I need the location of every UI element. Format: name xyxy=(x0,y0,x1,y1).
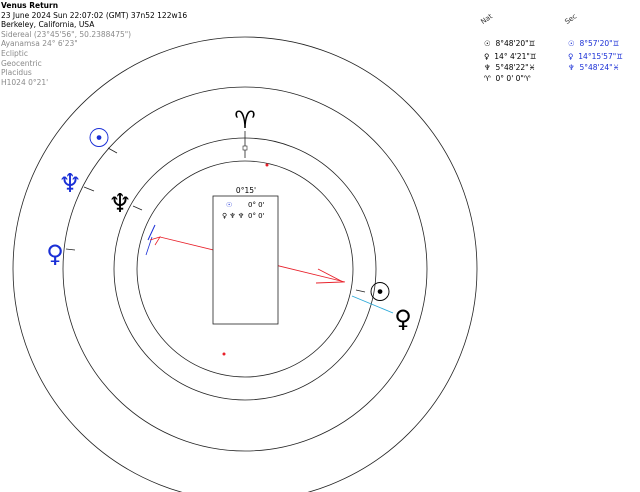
setting-centric: Geocentric xyxy=(1,58,42,68)
sun-icon: ☉ xyxy=(368,278,391,308)
center-box-label: 0°15' xyxy=(236,186,256,195)
nat-aries-value: 0° 0' 0" xyxy=(495,74,524,83)
chart-title: Venus Return xyxy=(1,1,59,10)
neptune-icon: ♆ xyxy=(568,63,575,72)
aries-marker xyxy=(242,145,248,151)
sec-row-neptune: ♆ 5°48'24"♓ xyxy=(568,63,619,72)
venus-aspect-line xyxy=(351,295,394,314)
aries-icon: ♈ xyxy=(234,106,256,134)
sec-venus-value: 14°15'57" xyxy=(578,52,617,61)
ring-core xyxy=(136,160,354,378)
venus-icon: ♀ xyxy=(484,52,490,61)
neptune-inner-tick xyxy=(132,205,143,211)
gemini-icon: ♊ xyxy=(528,39,536,48)
sun-outer-tick xyxy=(107,147,118,154)
chart-location: Berkeley, California, USA xyxy=(1,20,95,30)
sun-icon: ☉ xyxy=(568,39,575,48)
chart-datetime: 23 June 2024 Sun 22:07:02 (GMT) 37n52 12… xyxy=(1,10,188,20)
neptune-icon: ♆ xyxy=(108,189,131,219)
sun-icon: ☉ xyxy=(87,124,110,154)
nat-neptune-value: 5°48'22" xyxy=(495,63,529,72)
neptune-outer-tick xyxy=(83,186,95,192)
sec-sun-value: 8°57'20" xyxy=(579,39,613,48)
chart-info: Venus Return 23 June 2024 Sun 22:07:02 (… xyxy=(1,1,187,87)
setting-coordinates: Ecliptic xyxy=(1,48,28,58)
setting-h1024: H1024 0°21' xyxy=(1,77,49,87)
neptune-icon: ♆ xyxy=(484,63,491,72)
setting-house-system: Placidus xyxy=(1,68,32,78)
ring-middle xyxy=(62,86,428,452)
sec-row-sun: ☉ 8°57'20"♊ xyxy=(568,39,619,48)
nat-row-sun: ☉ 8°48'20"♊ xyxy=(484,39,535,48)
ring-outer xyxy=(12,36,478,492)
positions-tables: Nat Sec ☉ 8°48'20"♊ ♀ 14° 4'21"♊ ♆ 5°48'… xyxy=(0,0,640,120)
pisces-icon: ♓ xyxy=(528,63,536,72)
sun-icon: ☉ xyxy=(484,39,491,48)
venus-icon: ♀ xyxy=(46,240,64,268)
gemini-icon: ♊ xyxy=(612,39,620,48)
nat-row-venus: ♀ 14° 4'21"♊ xyxy=(484,52,537,61)
gemini-icon: ♊ xyxy=(529,52,537,61)
pisces-icon: ♓ xyxy=(612,63,620,72)
nat-row-neptune: ♆ 5°48'22"♓ xyxy=(484,63,535,72)
box-row-value: 0° 0' xyxy=(248,201,265,209)
aries-icon: ♈ xyxy=(484,74,491,83)
venus-icon: ♀ xyxy=(394,305,412,333)
aries-icon: ♈ xyxy=(523,74,531,83)
nat-row-aries: ♈ 0° 0' 0"♈ xyxy=(484,74,531,83)
neptune-icon: ♆ xyxy=(58,169,81,199)
box-row-value: 0° 0' xyxy=(248,212,265,220)
nat-venus-value: 14° 4'21" xyxy=(494,52,530,61)
marker-dot xyxy=(265,163,269,167)
venus-neptune-icon: ♀ ♆ ♆ xyxy=(222,212,244,220)
setting-zodiac: Sidereal (23°45'56", 50.2388475") xyxy=(1,29,132,39)
neptune-aspect-line xyxy=(147,224,156,241)
arrow-head xyxy=(315,268,345,284)
sun-inner-tick xyxy=(355,289,366,293)
sec-neptune-value: 5°48'24" xyxy=(579,63,613,72)
venus-icon: ♀ xyxy=(568,52,574,61)
venus-outer-tick xyxy=(65,248,76,251)
gemini-icon: ♊ xyxy=(616,52,623,61)
marker-dot xyxy=(222,352,226,356)
arrow-tail xyxy=(149,236,161,246)
nat-sun-value: 8°48'20" xyxy=(495,39,529,48)
sec-row-venus: ♀ 14°15'57"♊ xyxy=(568,52,623,61)
center-box xyxy=(212,195,279,325)
sun-icon: ☉ xyxy=(226,201,232,209)
setting-ayanamsa: Ayanamsa 24° 6'23" xyxy=(1,39,78,49)
